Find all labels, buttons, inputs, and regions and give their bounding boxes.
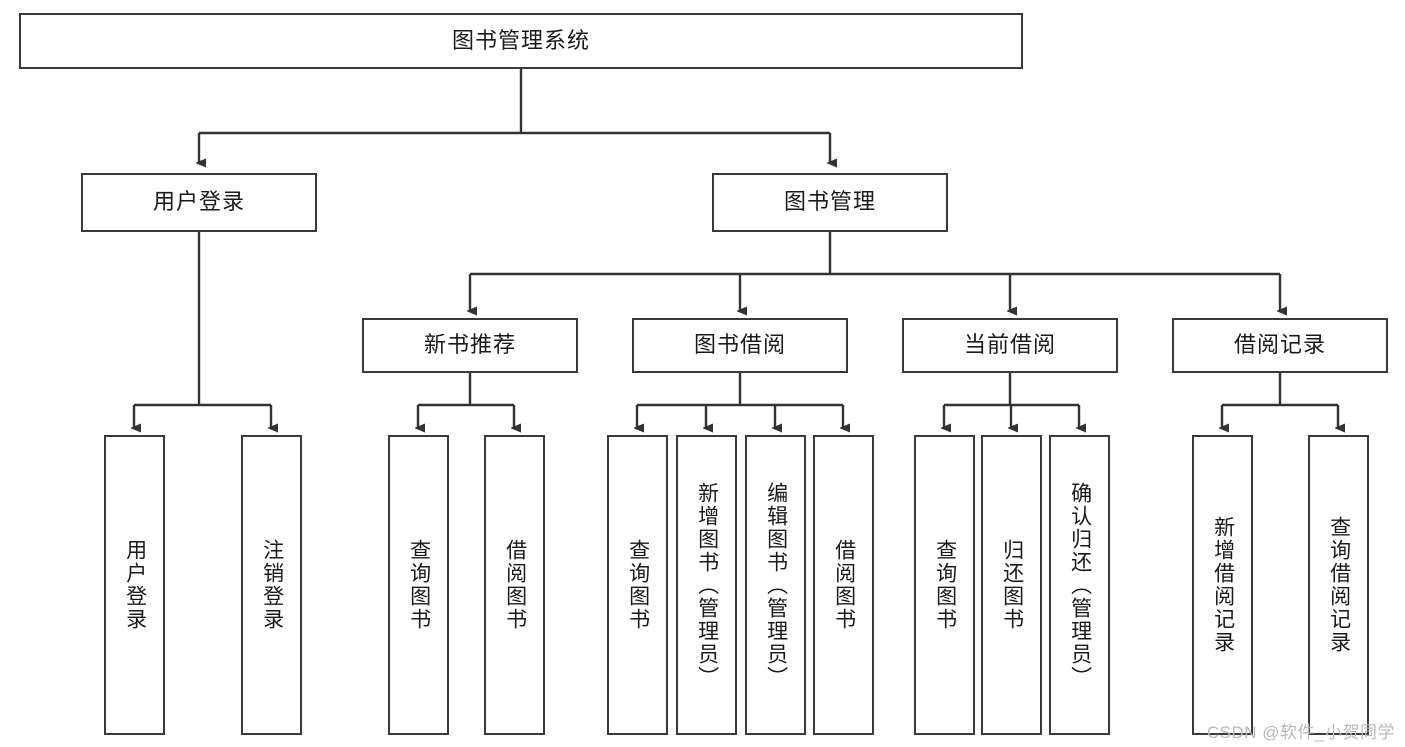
leaf-label: 编辑图书（管理员）: [764, 481, 788, 689]
leaf-label: 用户登录: [123, 539, 147, 631]
leaf-edit-book[interactable]: 编辑图书（管理员）: [745, 435, 806, 735]
node-user-login[interactable]: 用户登录: [81, 173, 317, 232]
node-book-borrow[interactable]: 图书借阅: [632, 318, 848, 373]
leaf-label: 借阅图书: [503, 539, 527, 631]
leaf-confirm-return[interactable]: 确认归还（管理员）: [1049, 435, 1110, 735]
node-root-system[interactable]: 图书管理系统: [19, 13, 1023, 69]
leaf-query-book-2[interactable]: 查询图书: [607, 435, 668, 735]
leaf-label: 借阅图书: [832, 539, 856, 631]
node-current-borrow[interactable]: 当前借阅: [902, 318, 1118, 373]
leaf-label: 查询借阅记录: [1327, 516, 1351, 654]
leaf-return-book[interactable]: 归还图书: [981, 435, 1042, 735]
leaf-add-book[interactable]: 新增图书（管理员）: [676, 435, 737, 735]
leaf-borrow-book-2[interactable]: 借阅图书: [813, 435, 874, 735]
leaf-label: 注销登录: [260, 539, 284, 631]
leaf-borrow-book-1[interactable]: 借阅图书: [484, 435, 545, 735]
node-book-management[interactable]: 图书管理: [712, 173, 948, 232]
leaf-label: 归还图书: [1000, 539, 1024, 631]
leaf-label: 查询图书: [626, 539, 650, 631]
leaf-label: 确认归还（管理员）: [1068, 481, 1092, 689]
leaf-label: 查询图书: [407, 539, 431, 631]
leaf-logout-login[interactable]: 注销登录: [241, 435, 302, 735]
node-new-book-recommend[interactable]: 新书推荐: [362, 318, 578, 373]
leaf-user-login[interactable]: 用户登录: [104, 435, 165, 735]
leaf-label: 新增借阅记录: [1211, 516, 1235, 654]
leaf-label: 查询图书: [933, 539, 957, 631]
leaf-label: 新增图书（管理员）: [695, 481, 719, 689]
watermark-credit: CSDN @软件_小贺同学: [1206, 723, 1395, 742]
leaf-query-book-3[interactable]: 查询图书: [914, 435, 975, 735]
node-borrow-record[interactable]: 借阅记录: [1172, 318, 1388, 373]
leaf-query-book-1[interactable]: 查询图书: [388, 435, 449, 735]
leaf-query-borrow-record[interactable]: 查询借阅记录: [1308, 435, 1369, 735]
leaf-add-borrow-record[interactable]: 新增借阅记录: [1192, 435, 1253, 735]
